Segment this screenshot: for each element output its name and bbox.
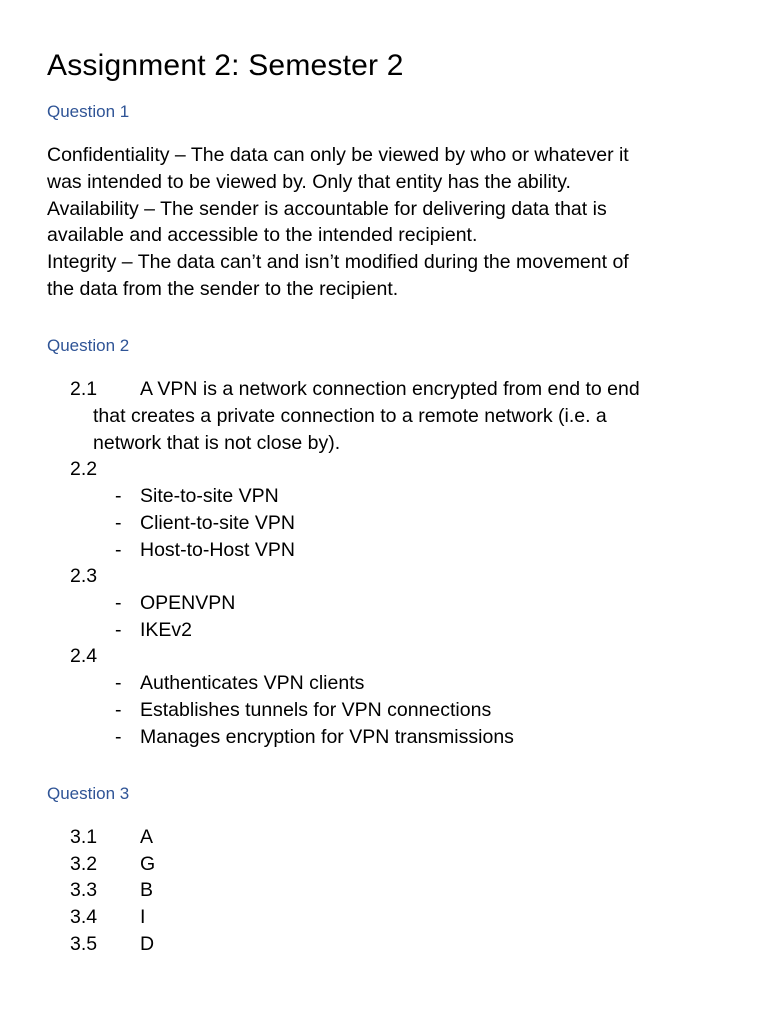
- bullet-dash: -: [115, 485, 122, 507]
- list-item: Host-to-Host VPN: [140, 539, 295, 561]
- question-1-heading: Question 1: [47, 102, 130, 121]
- answer-number: 3.2: [70, 853, 98, 875]
- document-title: Assignment 2: Semester 2: [47, 49, 404, 82]
- bullet-dash: -: [115, 699, 122, 721]
- item-number: 2.3: [70, 565, 98, 587]
- answer-line: was intended to be viewed by. Only that …: [47, 170, 571, 193]
- bullet-dash: -: [115, 592, 122, 614]
- item-text: A VPN is a network connection encrypted …: [140, 378, 640, 400]
- answer-number: 3.3: [70, 879, 98, 901]
- answer-number: 3.1: [70, 826, 98, 848]
- answer-number: 3.5: [70, 933, 98, 955]
- list-item: Authenticates VPN clients: [140, 672, 365, 694]
- bullet-dash: -: [115, 619, 122, 641]
- list-item: Establishes tunnels for VPN connections: [140, 699, 492, 721]
- item-text: that creates a private connection to a r…: [93, 405, 607, 427]
- question-2-heading: Question 2: [47, 336, 130, 355]
- item-number: 2.2: [70, 458, 98, 480]
- item-number: 2.4: [70, 645, 98, 667]
- bullet-dash: -: [115, 539, 122, 561]
- list-item: Site-to-site VPN: [140, 485, 279, 507]
- item-number: 2.1: [70, 378, 98, 400]
- list-item: IKEv2: [140, 619, 193, 641]
- answer-number: 3.4: [70, 906, 98, 928]
- bullet-dash: -: [115, 726, 122, 748]
- answer-value: D: [140, 933, 155, 955]
- answer-value: I: [140, 906, 146, 928]
- answer-value: A: [140, 826, 154, 848]
- answer-value: B: [140, 879, 154, 901]
- bullet-dash: -: [115, 672, 122, 694]
- answer-line: Integrity – The data can’t and isn’t mod…: [47, 251, 629, 274]
- answer-line: the data from the sender to the recipien…: [47, 277, 399, 300]
- question-1-answer: Confidentiality – The data can only be v…: [47, 142, 727, 303]
- bullet-dash: -: [115, 512, 122, 534]
- answer-value: G: [140, 853, 156, 875]
- list-item: Manages encryption for VPN transmissions: [140, 726, 514, 748]
- list-item: OPENVPN: [140, 592, 236, 614]
- answer-line: Confidentiality – The data can only be v…: [47, 144, 629, 166]
- question-3-heading: Question 3: [47, 784, 130, 803]
- item-text: network that is not close by).: [93, 432, 341, 454]
- answer-line: Availability – The sender is accountable…: [47, 197, 607, 220]
- answer-line: available and accessible to the intended…: [47, 224, 478, 247]
- list-item: Client-to-site VPN: [140, 512, 295, 534]
